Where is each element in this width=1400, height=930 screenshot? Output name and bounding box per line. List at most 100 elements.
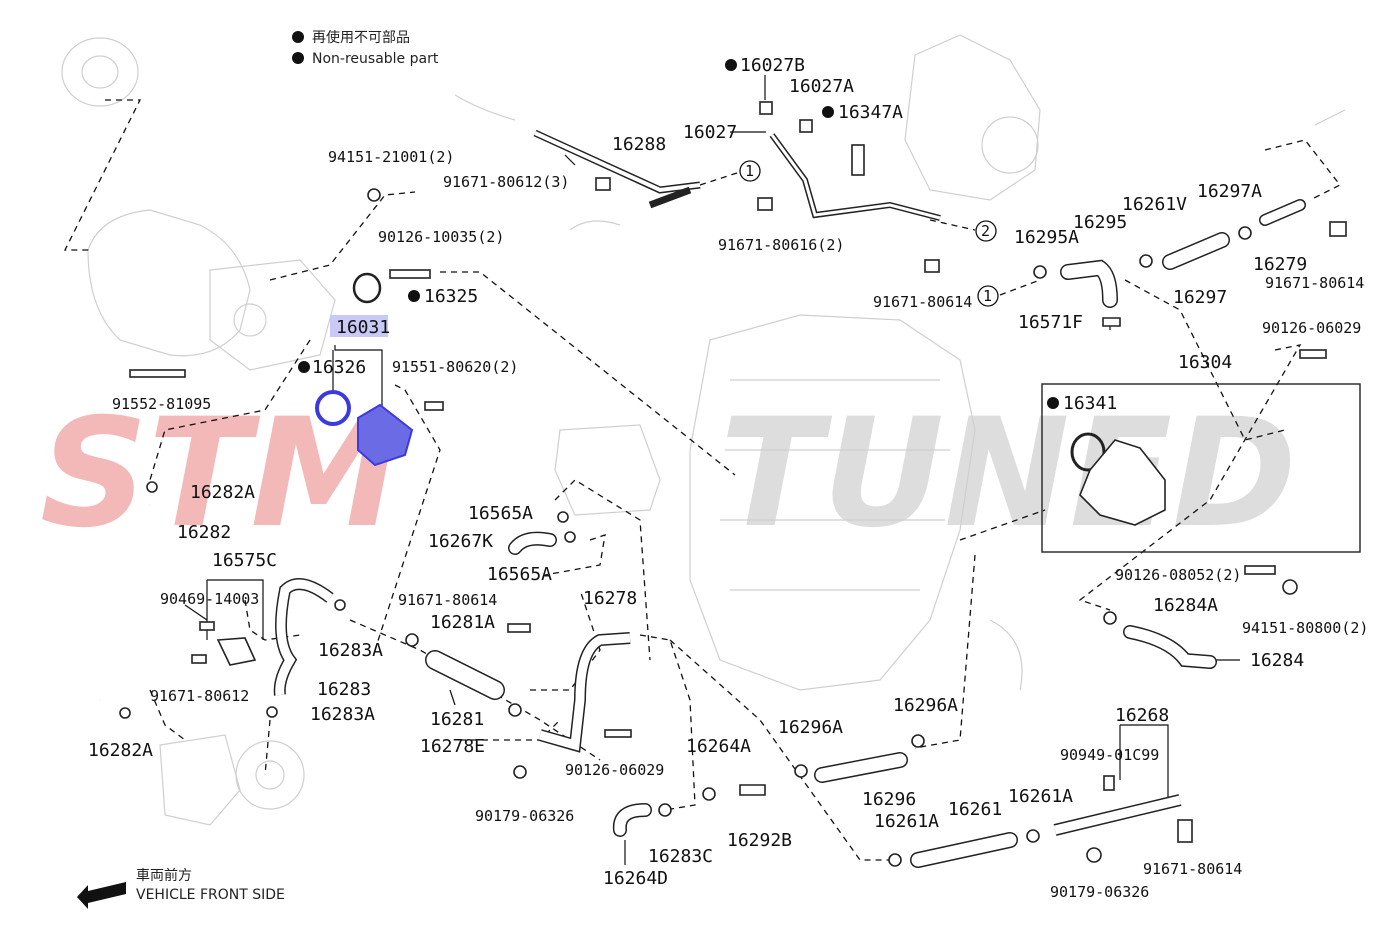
label-16281A: 16281A (430, 612, 495, 633)
fasteners (119, 101, 1347, 867)
gasket-16326[interactable] (315, 390, 351, 426)
label-16268: 16268 (1115, 705, 1169, 726)
ref-marker-1-right (977, 285, 999, 307)
label-16267K: 16267K (428, 531, 493, 552)
label-16278: 16278 (583, 588, 637, 609)
label-91552-81095: 91552-81095 (112, 395, 211, 413)
nonreusable-marker-icon (292, 52, 304, 64)
nut-90179-06326-left[interactable] (513, 765, 527, 779)
label-16297A: 16297A (1197, 181, 1262, 202)
clamp-16296A-right[interactable] (911, 734, 925, 748)
bolt-91671-80616[interactable] (757, 197, 773, 211)
clamp-16282A-top[interactable] (146, 481, 158, 493)
ring-16325[interactable] (352, 272, 382, 304)
legend: 再使用不可部品 Non-reusable part (292, 29, 439, 67)
label-16565A-top: 16565A (468, 503, 533, 524)
bolt-91671-80614-br[interactable] (1177, 819, 1193, 843)
clamp-16261A-left[interactable] (888, 853, 902, 867)
label-90126-06029-mid: 90126-06029 (565, 761, 664, 779)
housing-16304[interactable] (1079, 439, 1166, 526)
front-label-en: VEHICLE FRONT SIDE (136, 887, 285, 903)
connector-16292B[interactable] (739, 784, 766, 796)
turbo-inlet (981, 116, 1039, 174)
label-16571F: 16571F (1018, 312, 1083, 333)
ghost-hose-top (454, 94, 516, 121)
nut-90179-06326-right[interactable] (1086, 847, 1102, 863)
watermark: STM TUNED (40, 387, 1297, 561)
label-16281: 16281 (430, 709, 484, 730)
clamp-16278E[interactable] (508, 703, 522, 717)
lower-pump-wheel (235, 740, 305, 810)
label-16326: 16326 (312, 357, 366, 378)
legend-jp: 再使用不可部品 (312, 29, 410, 46)
clamp-16261A-right[interactable] (1026, 829, 1040, 843)
label-90126-10035: 90126-10035(2) (378, 228, 504, 246)
label-91671-80614-mid: 91671-80614 (398, 591, 497, 609)
label-16325: 16325 (424, 286, 478, 307)
bracket-16347A[interactable] (851, 144, 865, 176)
bolt-91671-80612[interactable] (191, 654, 207, 664)
stud-90126-10035[interactable] (389, 269, 431, 279)
label-94151-21001: 94151-21001(2) (328, 148, 454, 166)
clamp-16283A-top[interactable] (334, 599, 346, 611)
stud-90126-06029-mid[interactable] (604, 729, 632, 738)
label-16288: 16288 (612, 134, 666, 155)
clamp-16295A[interactable] (1033, 265, 1047, 279)
stud-90126-08052[interactable] (1244, 565, 1276, 575)
label-16279: 16279 (1253, 254, 1307, 275)
stud-90126-06029-right[interactable] (1299, 349, 1327, 359)
nut-94151-21001[interactable] (367, 188, 381, 202)
bolt-91552-81095[interactable] (129, 369, 186, 378)
clip-16571F[interactable] (1102, 317, 1121, 327)
label-16031[interactable]: 16031 (336, 317, 390, 338)
clamp-16565A-top[interactable] (557, 511, 569, 523)
bolt-91551-80620[interactable] (424, 401, 444, 411)
clamp-16283C[interactable] (658, 803, 672, 817)
clamp-16297A[interactable] (1238, 226, 1252, 240)
sensor-90949-01C99[interactable] (1103, 775, 1115, 791)
pulley-outline (61, 37, 139, 107)
label-90179-06326-right: 90179-06326 (1050, 883, 1149, 901)
label-16027A: 16027A (789, 76, 854, 97)
bolt-91671-80614-mid[interactable] (507, 623, 531, 633)
clamp-16284A[interactable] (1103, 611, 1117, 625)
clamp-16264A[interactable] (702, 787, 716, 801)
bolt-16027A[interactable] (799, 119, 813, 133)
legend-en: Non-reusable part (312, 51, 439, 67)
lower-pump-outline (159, 734, 241, 826)
clamp-16281A[interactable] (405, 633, 419, 647)
clamp-16283A-bot[interactable] (266, 706, 278, 718)
watermark-right: TUNED (720, 387, 1297, 561)
bolt-91671-80614-tr[interactable] (1329, 221, 1347, 237)
clamp-16282A-bot[interactable] (119, 707, 131, 719)
label-90126-06029-right: 90126-06029 (1262, 319, 1361, 337)
bolt-91671-80614-top[interactable] (924, 259, 940, 273)
bracket-16575C[interactable] (216, 637, 257, 666)
label-16284: 16284 (1250, 650, 1304, 671)
clip-90469-14003[interactable] (199, 621, 215, 631)
label-16296A-left: 16296A (778, 717, 843, 738)
label-16282: 16282 (177, 522, 231, 543)
label-16278E: 16278E (420, 736, 485, 757)
label-16297: 16297 (1173, 287, 1227, 308)
highlight-box-16031 (330, 315, 388, 337)
label-16565A-bot: 16565A (487, 564, 552, 585)
ghost-hose-mid (569, 220, 621, 231)
label-91671-80614-br: 91671-80614 (1143, 860, 1242, 878)
clamp-16565A-bot[interactable] (564, 531, 576, 543)
nut-16027B[interactable] (759, 101, 773, 115)
water-outlet-16031[interactable] (357, 403, 414, 467)
nut-94151-80800[interactable] (1282, 579, 1298, 595)
water-pump-outline (87, 209, 251, 357)
clamp-16261V[interactable] (1139, 254, 1153, 268)
clamp-16296A-left[interactable] (794, 764, 808, 778)
label-16261: 16261 (948, 799, 1002, 820)
turbo-outline (904, 34, 1041, 201)
label-16283C: 16283C (648, 846, 713, 867)
label-16296A-right: 16296A (893, 695, 958, 716)
label-16027B: 16027B (740, 55, 805, 76)
bolt-91671-80612-3[interactable] (595, 177, 611, 191)
label-91671-80612: 91671-80612 (150, 687, 249, 705)
label-16261A-left: 16261A (874, 811, 939, 832)
